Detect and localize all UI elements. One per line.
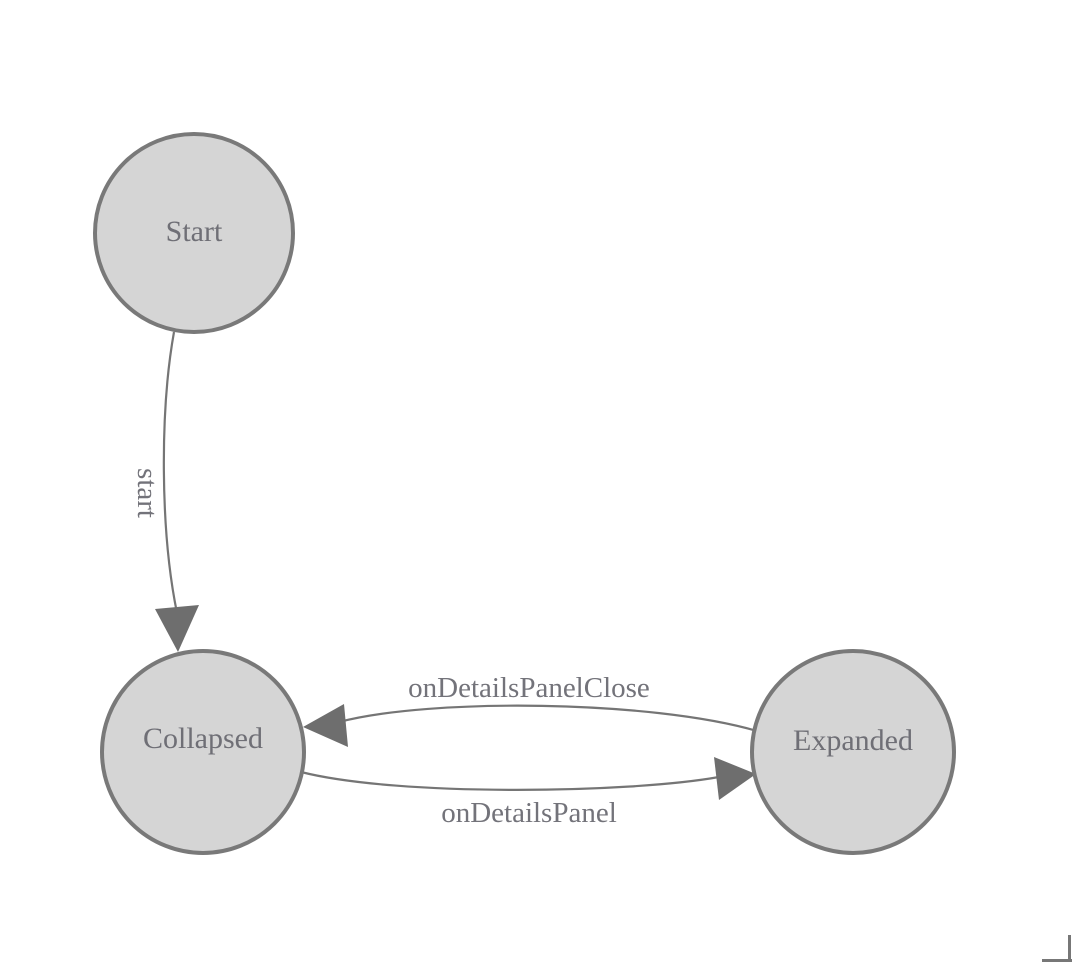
resize-handle-vertical [1068,935,1071,962]
node-start[interactable]: Start [93,132,295,334]
edge-label-on-details-panel: onDetailsPanel [441,797,617,829]
node-collapsed[interactable]: Collapsed [100,649,306,855]
node-expanded-label: Expanded [793,724,913,757]
edge-start-to-collapsed[interactable]: start [131,331,199,652]
arrowhead-right-into-expanded [714,757,756,800]
node-start-label: Start [166,215,223,248]
edge-path-start-to-collapsed [162,331,179,614]
arrowhead-left-into-collapsed [303,704,348,747]
node-expanded[interactable]: Expanded [750,649,956,855]
resize-handle-horizontal [1042,959,1072,962]
node-collapsed-circle [100,649,306,855]
node-expanded-circle [750,649,956,855]
edge-path-collapsed-to-expanded [300,770,720,791]
node-collapsed-label: Collapsed [143,722,263,755]
edge-label-on-details-panel-close: onDetailsPanelClose [408,672,650,704]
resize-handle-icon[interactable] [1042,935,1072,962]
edge-path-expanded-to-collapsed [338,704,758,733]
edge-expanded-to-collapsed[interactable]: onDetailsPanelClose [303,672,758,747]
arrowhead-down-into-collapsed [155,605,199,652]
edge-collapsed-to-expanded[interactable]: onDetailsPanel [300,757,756,829]
edge-label-start: start [131,468,163,518]
node-start-circle [93,132,295,334]
